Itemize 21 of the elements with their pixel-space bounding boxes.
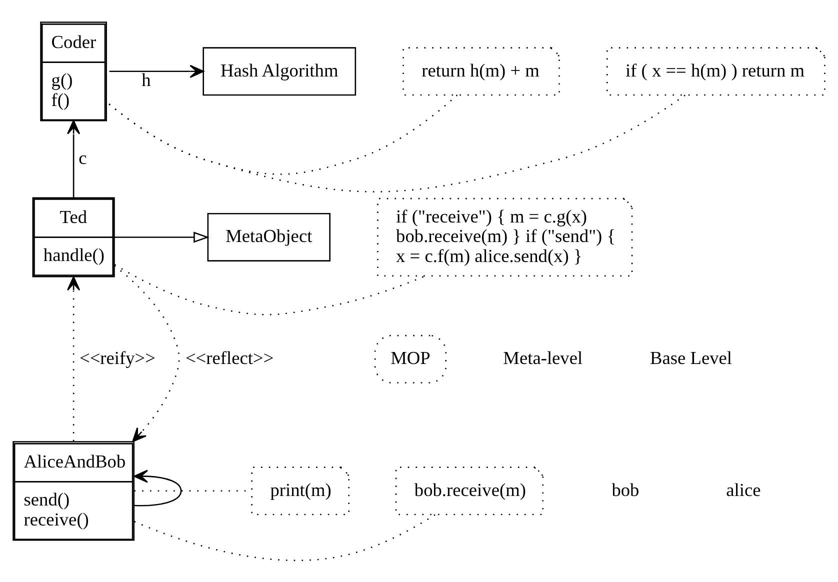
connector xyxy=(108,94,458,174)
node-box: MOP xyxy=(374,334,447,383)
arrow xyxy=(114,264,180,442)
label: Base Level xyxy=(650,348,732,368)
arrow xyxy=(114,231,210,242)
edge-label: c xyxy=(78,148,87,168)
node-box: Hash Algorithm xyxy=(202,46,356,96)
connector xyxy=(134,514,436,561)
edge-label: <<reflect>> xyxy=(185,348,274,368)
arrow xyxy=(109,64,204,78)
label: alice xyxy=(726,479,761,500)
node-box: MetaObject xyxy=(207,212,330,261)
label: Meta-level xyxy=(503,348,583,368)
arrow xyxy=(134,469,182,506)
connector xyxy=(108,94,686,192)
edge-label: <<reify>> xyxy=(79,348,156,368)
arrow xyxy=(67,120,80,198)
label: bob xyxy=(612,479,640,500)
arrow xyxy=(67,276,80,441)
connector xyxy=(114,264,426,315)
edge-label: h xyxy=(142,70,151,90)
